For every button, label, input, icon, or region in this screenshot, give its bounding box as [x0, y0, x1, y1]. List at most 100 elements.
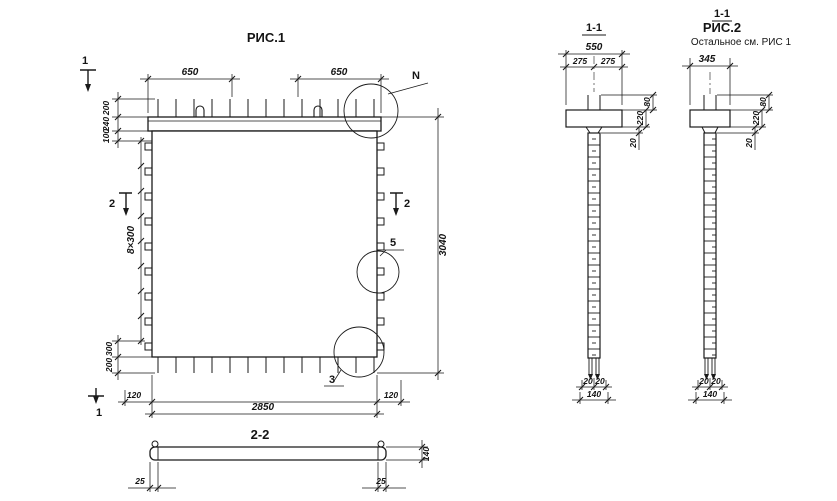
section-mark-1-top: 1 — [80, 55, 96, 92]
dim-80-fig2: 80 — [758, 97, 768, 107]
leader-3 — [324, 369, 344, 387]
dim-120-right: 120 — [384, 390, 398, 400]
dim-650-left: 650 — [182, 67, 199, 78]
section22-title: 2-2 — [251, 427, 270, 442]
detail-circle-n — [343, 83, 399, 139]
dim-240: 240 — [101, 117, 111, 132]
ticks-top-650 — [144, 75, 385, 83]
dim-80-11: 80 — [642, 97, 652, 107]
panel-top-flange — [147, 116, 382, 132]
fig2-stem — [703, 132, 717, 359]
detail-label-5: 5 — [390, 237, 396, 249]
fig2-legs — [704, 358, 716, 374]
section-2-right-label: 2 — [404, 198, 410, 210]
detail-circle-3 — [333, 326, 385, 378]
dim-140-section22: 140 — [421, 447, 431, 461]
leader-n — [387, 82, 429, 95]
dim-20-bottom-right-fig2: 20 — [710, 376, 721, 386]
detail-label-n: N — [412, 70, 420, 82]
dim-220-11: 220 — [635, 111, 645, 126]
dim-550-275-lines — [558, 50, 630, 105]
dim-25-right: 25 — [375, 476, 386, 486]
ticks-left-bottom — [114, 337, 122, 377]
section11-left-leg-tip — [588, 374, 593, 380]
dim-left-bottom-chain — [112, 335, 155, 380]
section-mark-2-left: 2 — [109, 192, 132, 216]
section11-dim-lines — [558, 50, 657, 404]
dim-650-right: 650 — [331, 67, 348, 78]
section22-dim-ticks — [146, 443, 426, 492]
section-2-right-line — [390, 192, 403, 208]
dim-200-top: 200 — [101, 101, 111, 116]
ticks-bottom — [121, 398, 405, 418]
dim-20-bottom-left-fig2: 20 — [698, 376, 709, 386]
dim-bottom-lines — [118, 375, 410, 418]
fig2-dim-ticks — [686, 62, 773, 404]
ticks-3040 — [434, 113, 442, 377]
fig2-haunch — [701, 126, 719, 134]
dim-140-11: 140 — [587, 389, 601, 399]
fig2-title: РИС.2 — [703, 20, 741, 35]
dim-20-bottom-right-11: 20 — [594, 376, 605, 386]
section-1-top-label: 1 — [82, 55, 88, 67]
section-2-left-arrow — [123, 208, 129, 216]
section-1-top-arrow — [85, 84, 91, 92]
section-2-left-label: 2 — [109, 198, 115, 210]
fig1-title: РИС.1 — [247, 30, 285, 45]
section22-end-plates — [157, 447, 379, 460]
dim-300: 300 — [104, 342, 114, 356]
right-shear-keys — [377, 142, 385, 351]
detail-circle-5 — [356, 250, 400, 294]
dim-345: 345 — [699, 54, 716, 65]
fig1-group: РИС.1 N 5 3 1 1 — [80, 30, 449, 419]
leader-5 — [379, 249, 404, 257]
dim-275-right: 275 — [600, 56, 615, 66]
section11-haunch — [585, 126, 603, 134]
section-1-bottom-line — [88, 388, 104, 397]
fig2-flange — [689, 109, 731, 128]
top-rebar-dowels — [157, 99, 375, 117]
fig2-section-title: 1-1 — [714, 8, 730, 20]
fig2-top-bars — [703, 95, 717, 110]
dim-220-fig2: 220 — [751, 111, 761, 126]
ticks-8x300 — [137, 137, 145, 345]
dim-right-chain-lines — [601, 94, 657, 150]
section22-right-loop — [377, 440, 385, 448]
section11-flange — [565, 109, 623, 128]
left-shear-keys — [144, 142, 152, 351]
dim-200-bottom: 200 — [104, 358, 114, 373]
dim-20-11: 20 — [628, 138, 638, 149]
dim-left-top-chain — [112, 92, 155, 148]
section-1-top-line — [80, 69, 96, 84]
section-1-bottom-arrow — [93, 396, 99, 404]
panel-body — [151, 130, 378, 358]
section11-group: 1-1 550 275 275 80 220 20 20 20 140 — [558, 22, 657, 404]
section11-title: 1-1 — [586, 22, 602, 34]
dim-550: 550 — [586, 42, 603, 53]
section22-left-loop — [151, 440, 159, 448]
section-1-bottom-label: 1 — [96, 407, 102, 419]
dim-275-left: 275 — [572, 56, 587, 66]
section22-group: 2-2 25 25 140 — [128, 427, 431, 492]
dim-140-lines — [386, 440, 428, 468]
section11-right-leg-tip — [595, 374, 600, 380]
dim-20-bottom-left-11: 20 — [582, 376, 593, 386]
dim-right-3040 — [377, 108, 444, 380]
fig2-left-leg-tip — [704, 374, 709, 380]
section-2-right-arrow — [393, 208, 399, 216]
fig2-note: Остальное см. РИС 1 — [691, 37, 792, 48]
fig2-right-chain-lines — [717, 94, 773, 150]
section-mark-2-right: 2 — [390, 192, 410, 216]
fig2-group: 1-1 РИС.2 Остальное см. РИС 1 345 80 220… — [682, 8, 791, 404]
ticks-left-top — [114, 95, 122, 145]
dim-25-lines — [128, 462, 406, 492]
section11-stem — [587, 132, 601, 359]
dim-20-fig2: 20 — [744, 138, 754, 149]
detail-label-3: 3 — [329, 374, 335, 386]
section22-bar — [149, 446, 387, 461]
section-mark-1-bottom: 1 — [88, 388, 104, 419]
section22-dim-lines — [128, 440, 428, 492]
section11-top-bars — [587, 95, 601, 110]
